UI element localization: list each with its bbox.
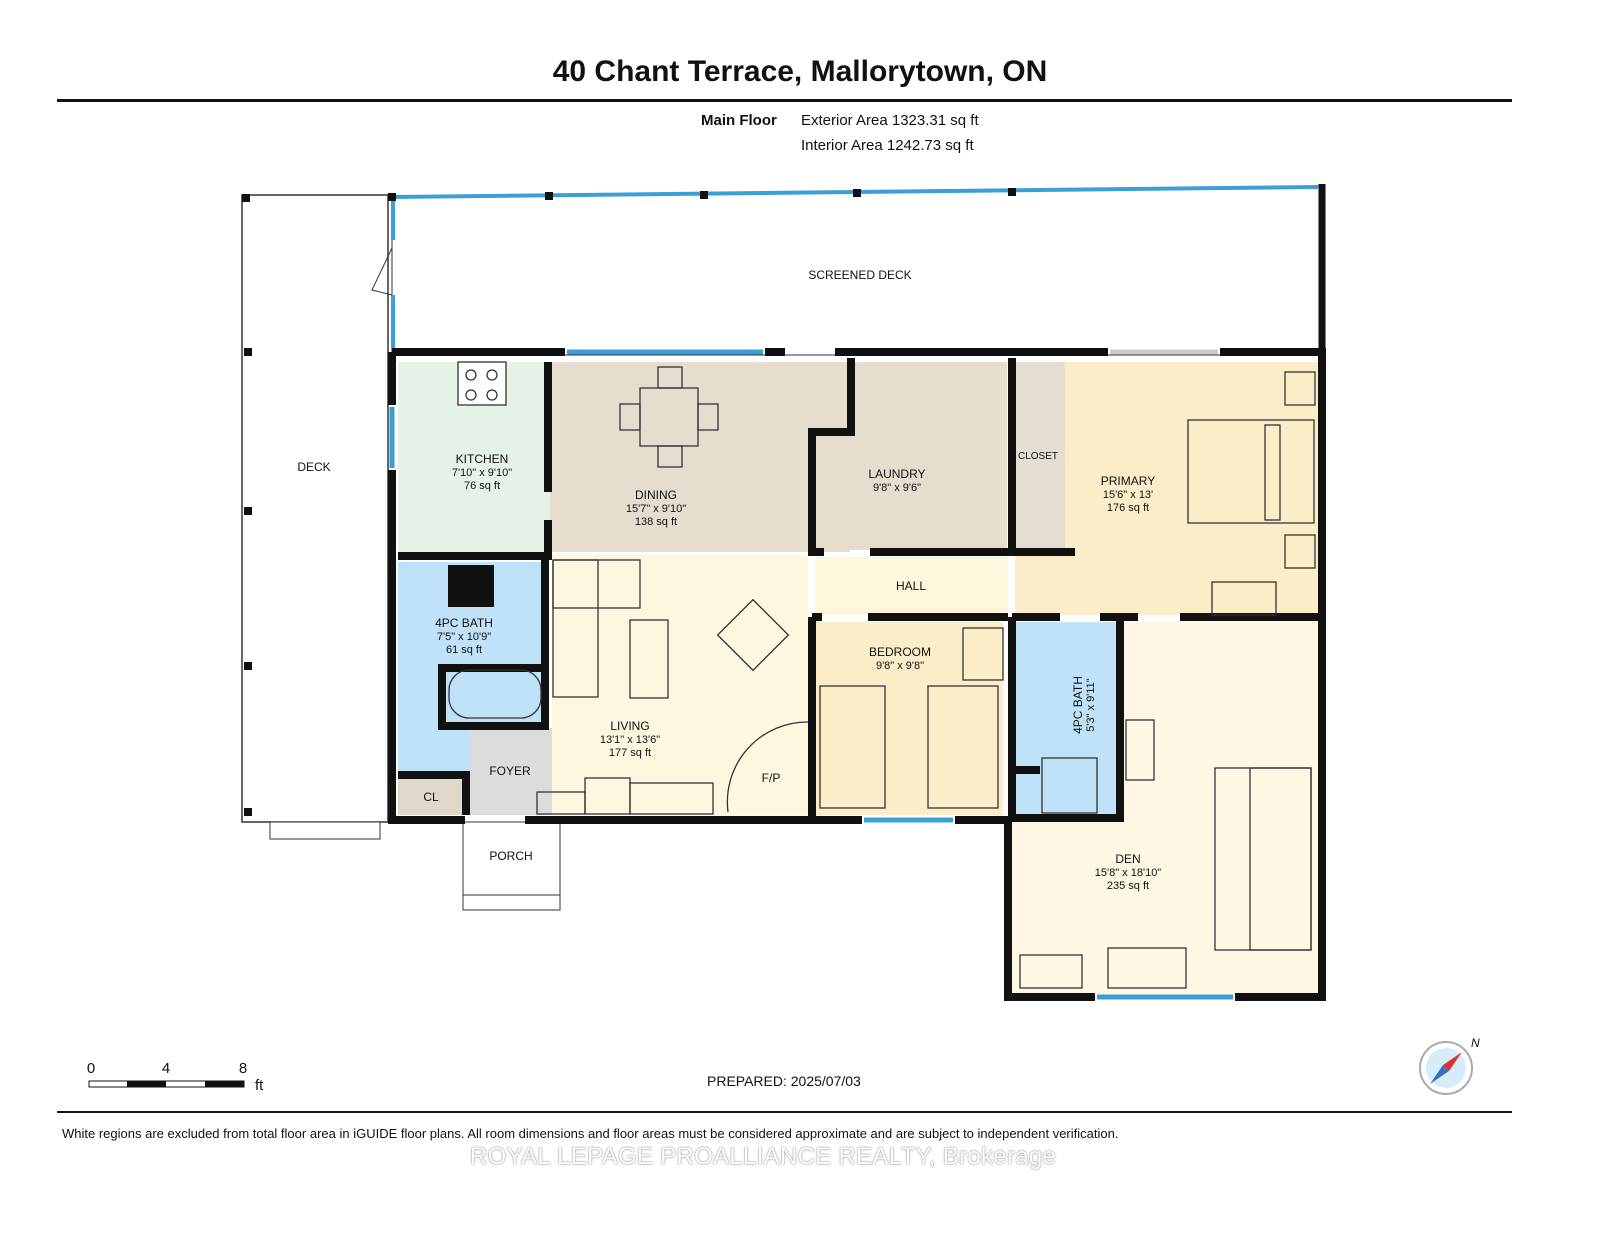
label-closet: CLOSET bbox=[1018, 451, 1058, 462]
label-bath1: 4PC BATH bbox=[435, 616, 493, 630]
label-bath2: 4PC BATH bbox=[1071, 676, 1085, 734]
walls bbox=[388, 348, 1326, 1001]
floor-label: Main Floor bbox=[701, 112, 777, 129]
bedroom-dims: 9'8" x 9'8" bbox=[876, 660, 924, 672]
interior-area: Interior Area 1242.73 sq ft bbox=[801, 137, 974, 154]
footer-divider bbox=[57, 1111, 1512, 1113]
bath1-dims: 7'5" x 10'9" bbox=[437, 631, 491, 643]
den-dims: 15'8" x 18'10" bbox=[1095, 867, 1162, 879]
scale-tick-8: 8 bbox=[239, 1060, 247, 1077]
deck-posts bbox=[242, 194, 252, 816]
living-area bbox=[552, 555, 808, 815]
bath1-area-text: 61 sq ft bbox=[446, 644, 482, 656]
label-cl: CL bbox=[423, 790, 439, 804]
laundry-dims: 9'8" x 9'6" bbox=[873, 482, 921, 494]
label-laundry: LAUNDRY bbox=[868, 467, 925, 481]
bath2-area bbox=[1015, 622, 1118, 815]
disclaimer: White regions are excluded from total fl… bbox=[62, 1126, 1119, 1141]
deck-door[interactable] bbox=[371, 247, 393, 296]
label-hall: HALL bbox=[896, 579, 926, 593]
den-area bbox=[1122, 622, 1318, 995]
scale-tick-0: 0 bbox=[87, 1060, 95, 1077]
windows bbox=[389, 349, 1233, 1000]
prepared-date: PREPARED: 2025/07/03 bbox=[707, 1073, 861, 1089]
label-primary: PRIMARY bbox=[1101, 474, 1155, 488]
kitchen-area-text: 76 sq ft bbox=[464, 480, 500, 492]
label-bedroom: BEDROOM bbox=[869, 645, 931, 659]
bedroom-area bbox=[815, 622, 1003, 815]
den-area-text: 235 sq ft bbox=[1107, 880, 1149, 892]
title-divider bbox=[57, 99, 1512, 102]
dining-area bbox=[550, 362, 850, 552]
label-den: DEN bbox=[1115, 852, 1140, 866]
page-title: 40 Chant Terrace, Mallorytown, ON bbox=[552, 55, 1048, 88]
exterior-area: Exterior Area 1323.31 sq ft bbox=[801, 112, 979, 129]
foyer-area bbox=[470, 728, 552, 815]
primary-area bbox=[1065, 362, 1318, 615]
kitchen-dims: 7'10" x 9'10" bbox=[452, 467, 512, 479]
scale-bar: 0 4 8 ft bbox=[87, 1060, 264, 1094]
compass-icon: N bbox=[1419, 1036, 1480, 1095]
bath2-dims: 5'3" x 9'11" bbox=[1085, 678, 1097, 731]
watermark: ROYAL LEPAGE PROALLIANCE REALTY, Brokera… bbox=[470, 1143, 1057, 1170]
dining-area-text: 138 sq ft bbox=[635, 516, 677, 528]
hall-area bbox=[815, 557, 1008, 615]
scale-unit: ft bbox=[255, 1077, 264, 1094]
furniture bbox=[448, 361, 1316, 989]
label-screened-deck: SCREENED DECK bbox=[808, 268, 911, 282]
primary-dims: 15'6" x 13' bbox=[1103, 489, 1153, 501]
label-dining: DINING bbox=[635, 488, 677, 502]
cl-area bbox=[398, 778, 464, 815]
label-porch: PORCH bbox=[489, 849, 532, 863]
label-fireplace: F/P bbox=[762, 771, 781, 785]
label-living: LIVING bbox=[610, 719, 649, 733]
compass-north: N bbox=[1471, 1036, 1480, 1050]
scale-tick-4: 4 bbox=[162, 1060, 170, 1077]
living-dims: 13'1" x 13'6" bbox=[600, 734, 660, 746]
closet-area bbox=[1015, 362, 1065, 550]
label-deck: DECK bbox=[297, 460, 330, 474]
dining-dims: 15'7" x 9'10" bbox=[626, 503, 686, 515]
label-kitchen: KITCHEN bbox=[456, 452, 509, 466]
primary-area-text: 176 sq ft bbox=[1107, 502, 1149, 514]
label-foyer: FOYER bbox=[489, 764, 531, 778]
living-area-text: 177 sq ft bbox=[609, 747, 651, 759]
deck-step bbox=[269, 821, 381, 840]
